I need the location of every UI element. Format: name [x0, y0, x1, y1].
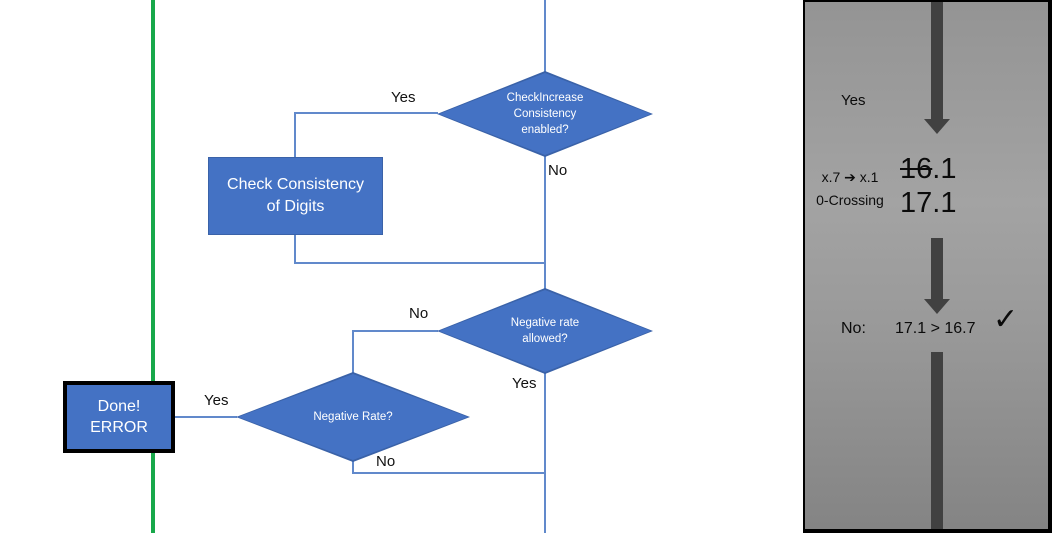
process-text-line: Check Consistency: [227, 176, 364, 193]
connector-spine-bottom: [544, 372, 546, 533]
panel-no-label: No:: [841, 320, 866, 337]
panel-rule-text: x.7 ➔ x.1 0-Crossing: [805, 166, 895, 212]
branch-label-no-bottom: No: [376, 453, 396, 470]
decision-negative-rate: Negative Rate?: [236, 372, 470, 462]
panel-old-value: 16.1: [900, 152, 956, 186]
decision-negative-rate-allowed: Negative rate allowed?: [437, 288, 653, 374]
process-check-consistency-box: Check Consistency of Digits: [208, 157, 383, 235]
panel-old-value-struck: 16: [900, 153, 933, 185]
connector-negrate-no-vertical: [352, 461, 354, 474]
decision-text-line: enabled?: [521, 124, 569, 136]
connector-negrate-no-horizontal: [352, 472, 546, 474]
branch-label-yes-top: Yes: [391, 89, 416, 106]
down-arrow-shaft-icon: [931, 352, 943, 529]
down-arrow-icon: [931, 2, 943, 119]
branch-label-no-middle: No: [409, 305, 429, 322]
process-text-line: of Digits: [266, 198, 325, 215]
branch-label-yes-middle: Yes: [512, 375, 537, 392]
panel-new-value: 17.1: [900, 187, 957, 219]
panel-rule-line2: 0-Crossing: [816, 192, 884, 208]
decision-text-line: Negative Rate?: [313, 411, 393, 423]
connector-process-out-vertical: [294, 235, 296, 264]
terminator-text-line: ERROR: [90, 419, 148, 436]
summary-panel: Yes x.7 ➔ x.1 0-Crossing 16.1 17.1 No: 1…: [803, 0, 1052, 533]
checkmark-icon: ✓: [993, 303, 1019, 336]
panel-values: 16.1 17.1: [900, 152, 956, 220]
decision-negative-rate-text: Negative Rate?: [236, 372, 470, 462]
down-arrow-head-icon: [924, 119, 950, 134]
panel-comparison: 17.1 > 16.7: [895, 320, 976, 337]
panel-old-value-suffix: .1: [932, 153, 957, 185]
decision-text-line: allowed?: [522, 333, 568, 345]
panel-yes-label: Yes: [841, 92, 866, 109]
connector-process-out-horizontal: [294, 262, 546, 264]
connector-yes-branch-vertical: [294, 112, 296, 158]
down-arrow-head-icon: [924, 299, 950, 314]
decision-text-line: Negative rate: [510, 317, 580, 329]
decision-text-line: CheckIncrease: [506, 92, 584, 104]
green-divider-line: [151, 0, 155, 533]
decision-negative-rate-allowed-text: Negative rate allowed?: [437, 288, 653, 374]
panel-rule-line1: x.7 ➔ x.1: [821, 169, 879, 185]
connector-spine-middle: [544, 155, 546, 289]
terminator-text-line: Done!: [97, 398, 141, 415]
connector-done-horizontal: [175, 416, 237, 418]
branch-label-no-top: No: [548, 162, 568, 179]
connector-yes-branch-horizontal: [294, 112, 438, 114]
decision-checkincrease-consistency: CheckIncrease Consistency enabled?: [437, 71, 653, 157]
connector-spine-top: [544, 0, 546, 72]
decision-text-line: Consistency: [513, 108, 577, 120]
branch-label-yes-bottom: Yes: [204, 392, 229, 409]
down-arrow-icon: [931, 238, 943, 299]
decision-checkincrease-text: CheckIncrease Consistency enabled?: [437, 71, 653, 157]
connector-no-branch-vertical: [352, 330, 354, 373]
terminator-done-error-box: Done! ERROR: [63, 381, 175, 453]
connector-no-branch-horizontal: [352, 330, 438, 332]
